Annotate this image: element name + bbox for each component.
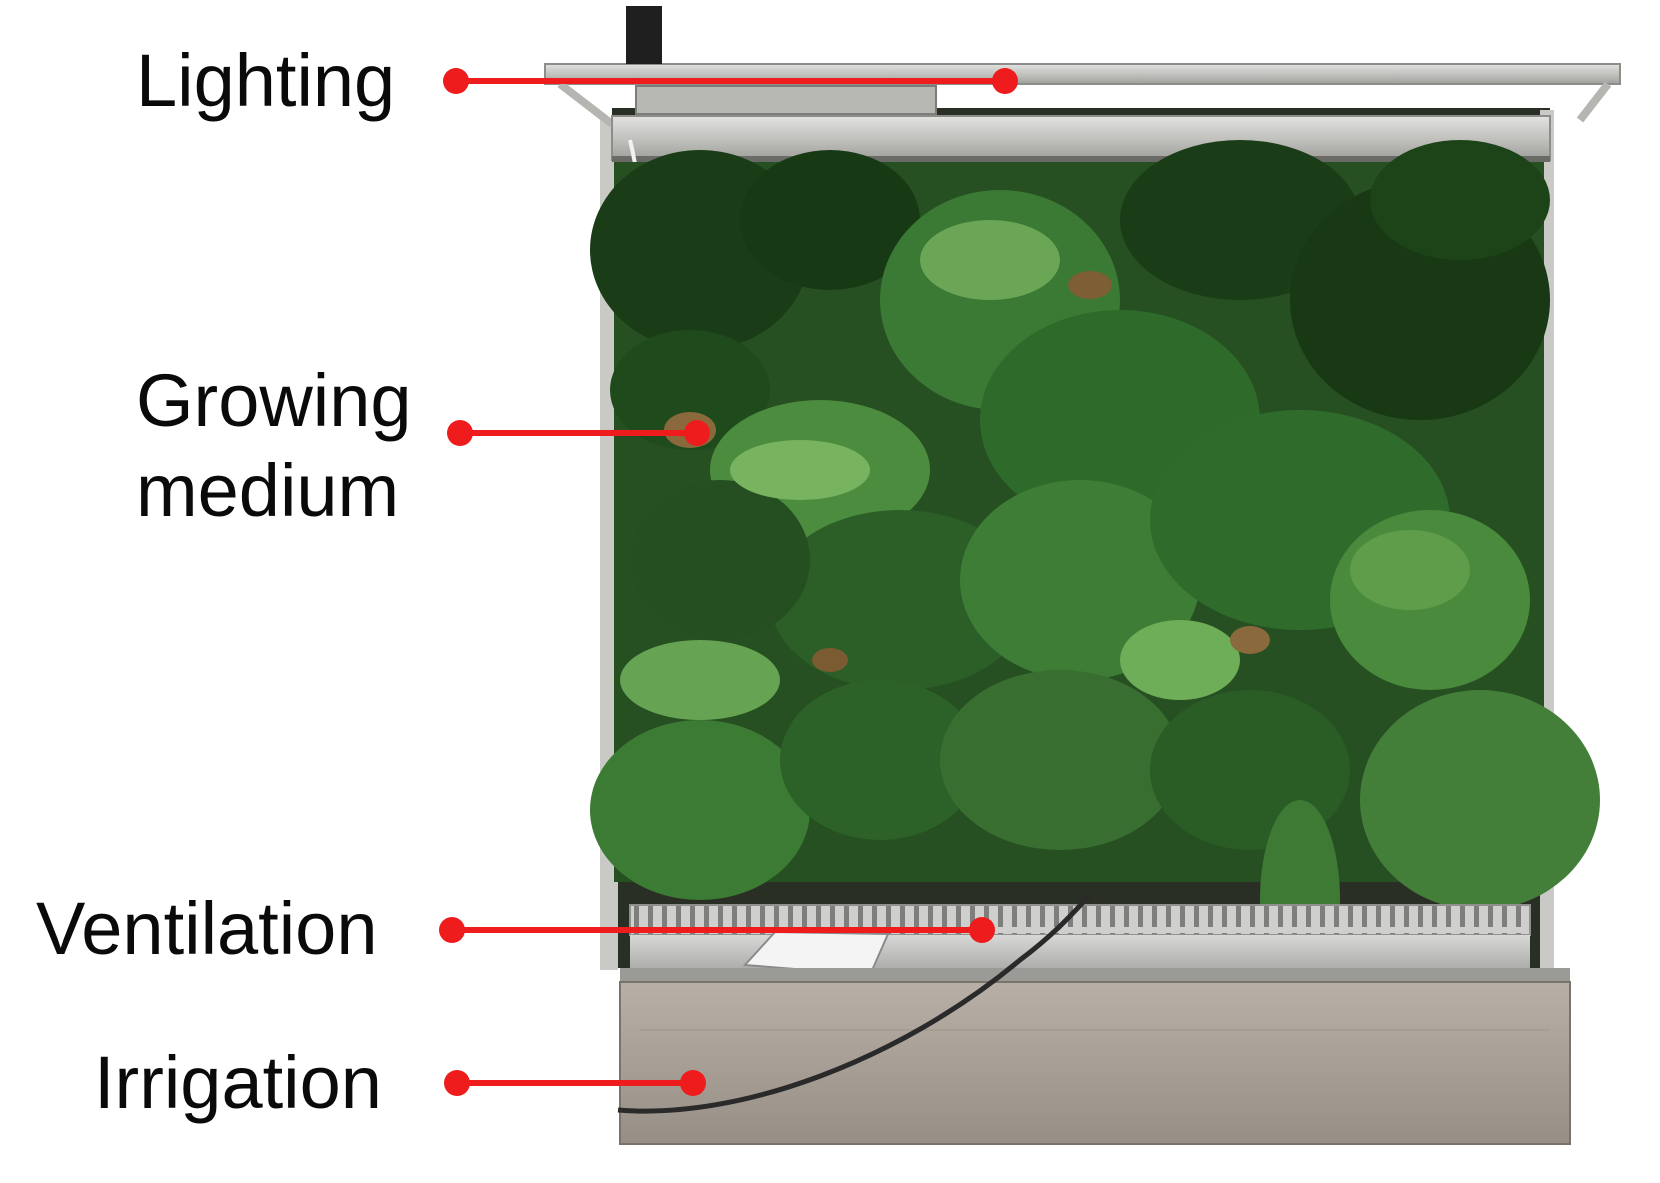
label-growing-line1: Growing <box>136 359 412 442</box>
irrigation-tank <box>619 968 1571 1145</box>
callout-lighting <box>443 68 1018 94</box>
callout-growing-medium <box>447 420 710 446</box>
label-lighting: Lighting <box>136 39 396 122</box>
lighting-fixture <box>544 6 1621 162</box>
label-growing-line2: medium <box>136 449 400 533</box>
plant-foliage <box>590 140 1600 1000</box>
label-ventilation: Ventilation <box>36 887 378 970</box>
callout-ventilation <box>439 917 995 943</box>
label-irrigation: Irrigation <box>94 1041 382 1124</box>
callout-irrigation <box>444 1070 706 1096</box>
label-growing-medium: Growing medium <box>136 356 412 537</box>
irrigation-hose <box>617 893 1092 1114</box>
